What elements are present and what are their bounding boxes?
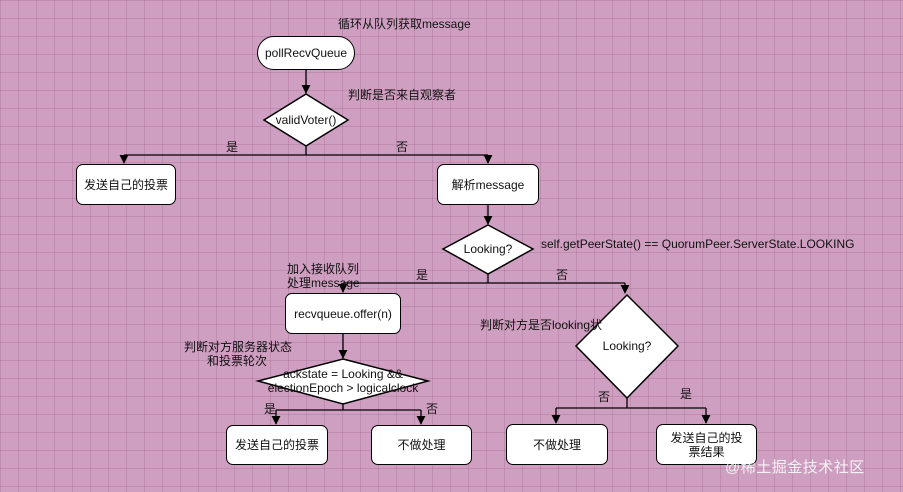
node-valid-voter-label: validVoter() bbox=[275, 113, 337, 127]
annotation-check-peer-looking: 判断对方是否looking状 bbox=[480, 318, 603, 332]
node-send-own-vote-mid: 发送自己的投票 bbox=[226, 425, 328, 465]
diamond-ackstate bbox=[255, 358, 431, 405]
node-recvqueue-offer: recvqueue.offer(n) bbox=[285, 293, 401, 334]
node-ackstate-label: ackstate = Looking && electionEpoch > lo… bbox=[267, 367, 419, 395]
watermark: @稀土掘金技术社区 bbox=[725, 459, 865, 476]
edge-label-no-2: 否 bbox=[556, 268, 569, 282]
annotation-check-server-state-2: 和投票轮次 bbox=[207, 354, 268, 368]
annotation-check-observer: 判断是否来自观察者 bbox=[348, 88, 457, 102]
annotation-add-to-queue-2: 处理message bbox=[287, 276, 360, 290]
annotation-check-server-state-1: 判断对方服务器状态 bbox=[184, 340, 293, 354]
node-send-own-vote-result: 发送自己的投票结果 bbox=[656, 424, 757, 465]
edge-label-no-1: 否 bbox=[396, 140, 409, 154]
edge-label-no-3: 否 bbox=[426, 402, 439, 416]
edge-label-yes-2: 是 bbox=[416, 268, 429, 282]
annotation-loop-fetch: 循环从队列获取message bbox=[338, 17, 471, 31]
node-parse-message: 解析message bbox=[437, 164, 539, 205]
node-send-own-vote-left: 发送自己的投票 bbox=[76, 164, 176, 205]
node-no-action-mid: 不做处理 bbox=[371, 425, 472, 465]
edge-label-no-4: 否 bbox=[598, 390, 611, 404]
annotation-peer-state: self.getPeerState() == QuorumPeer.Server… bbox=[541, 237, 855, 251]
diamond-looking-1 bbox=[441, 224, 535, 275]
edge-label-yes-1: 是 bbox=[226, 140, 239, 154]
diamond-looking-2 bbox=[574, 293, 680, 400]
annotation-add-to-queue-1: 加入接收队列 bbox=[287, 262, 360, 276]
node-looking-1-label: Looking? bbox=[463, 242, 513, 256]
edge-label-yes-3: 是 bbox=[264, 402, 277, 416]
node-poll-recv-queue: pollRecvQueue bbox=[257, 36, 355, 70]
node-no-action-right: 不做处理 bbox=[506, 424, 608, 465]
diamond-valid-voter bbox=[262, 93, 350, 147]
edge-label-yes-4: 是 bbox=[680, 387, 693, 401]
node-looking-2-label: Looking? bbox=[602, 339, 652, 353]
